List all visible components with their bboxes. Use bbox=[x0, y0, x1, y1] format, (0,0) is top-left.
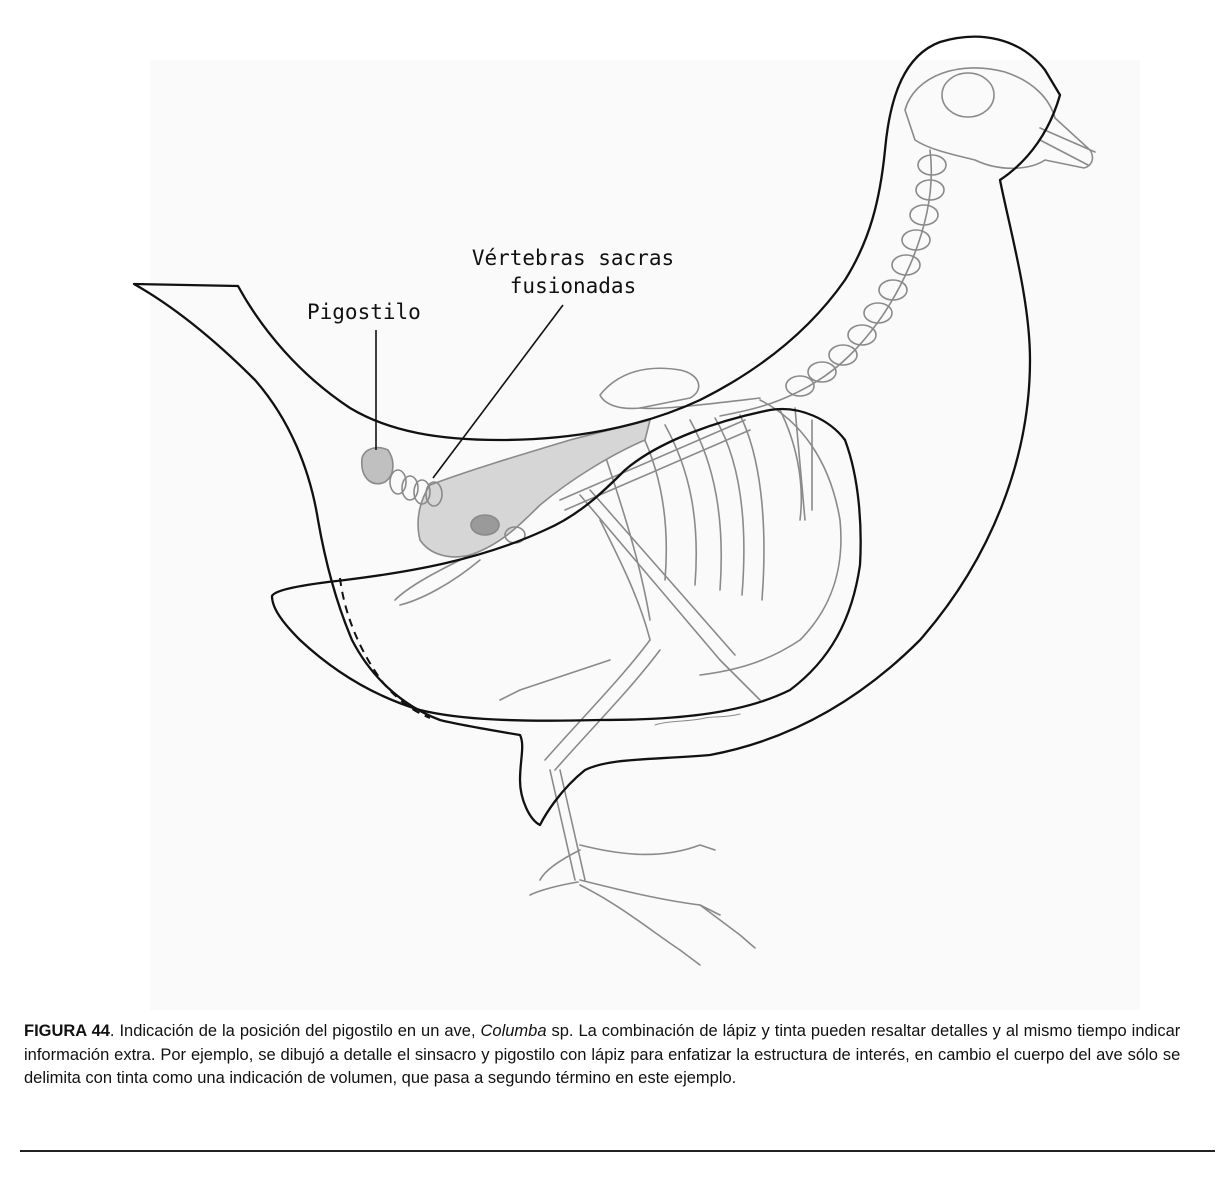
sacral-label-line2: fusionadas bbox=[458, 272, 688, 300]
acetabulum bbox=[471, 515, 499, 535]
drawing-paper bbox=[150, 60, 1140, 1010]
species-name: Columba bbox=[481, 1021, 547, 1040]
caption-text-part1: . Indicación de la posición del pigostil… bbox=[110, 1021, 481, 1040]
pigeon-skeleton-figure: Pigostilo Vértebras sacras fusionadas bbox=[0, 0, 1222, 1010]
pygostyle-label: Pigostilo bbox=[307, 298, 421, 326]
figure-number: FIGURA 44 bbox=[24, 1021, 110, 1040]
sacral-label-line1: Vértebras sacras bbox=[458, 244, 688, 272]
figure-caption: FIGURA 44. Indicación de la posición del… bbox=[24, 1019, 1180, 1090]
bottom-rule bbox=[20, 1150, 1215, 1152]
sacral-vertebrae-label: Vértebras sacras fusionadas bbox=[458, 244, 688, 300]
pygostyle bbox=[362, 448, 393, 484]
pigeon-illustration bbox=[0, 0, 1222, 1010]
